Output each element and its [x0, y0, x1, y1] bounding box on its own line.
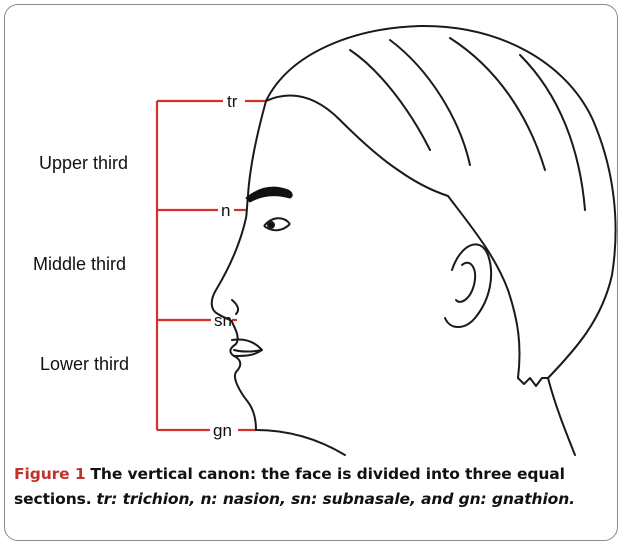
ear [445, 244, 491, 327]
region-label-middle: Middle third [33, 254, 126, 274]
third-bracket [157, 101, 266, 430]
neck-back [548, 378, 575, 455]
caption-figure-label: Figure 1 [14, 465, 86, 483]
face-diagram: Upper third Middle third Lower third tr … [0, 0, 624, 460]
caption-abbreviations: tr: trichion, n: nasion, sn: subnasale, … [96, 490, 575, 508]
jaw-neck [256, 430, 345, 455]
hair-side [448, 196, 520, 378]
face-profile [212, 101, 266, 430]
figure-caption: Figure 1 The vertical canon: the face is… [14, 462, 614, 512]
nostril [232, 300, 238, 314]
landmark-label-n: n [221, 201, 230, 220]
head-profile [212, 26, 616, 455]
eyebrow [246, 187, 292, 202]
hair-strand [450, 38, 545, 170]
eye [264, 218, 290, 230]
region-label-upper: Upper third [39, 153, 128, 173]
landmark-label-gn: gn [213, 421, 232, 440]
hair-fringe [266, 96, 448, 196]
landmark-label-tr: tr [227, 92, 238, 111]
ear-inner [456, 263, 475, 302]
hair-tuft [518, 378, 548, 386]
region-label-lower: Lower third [40, 354, 129, 374]
hair-outline [266, 26, 616, 378]
